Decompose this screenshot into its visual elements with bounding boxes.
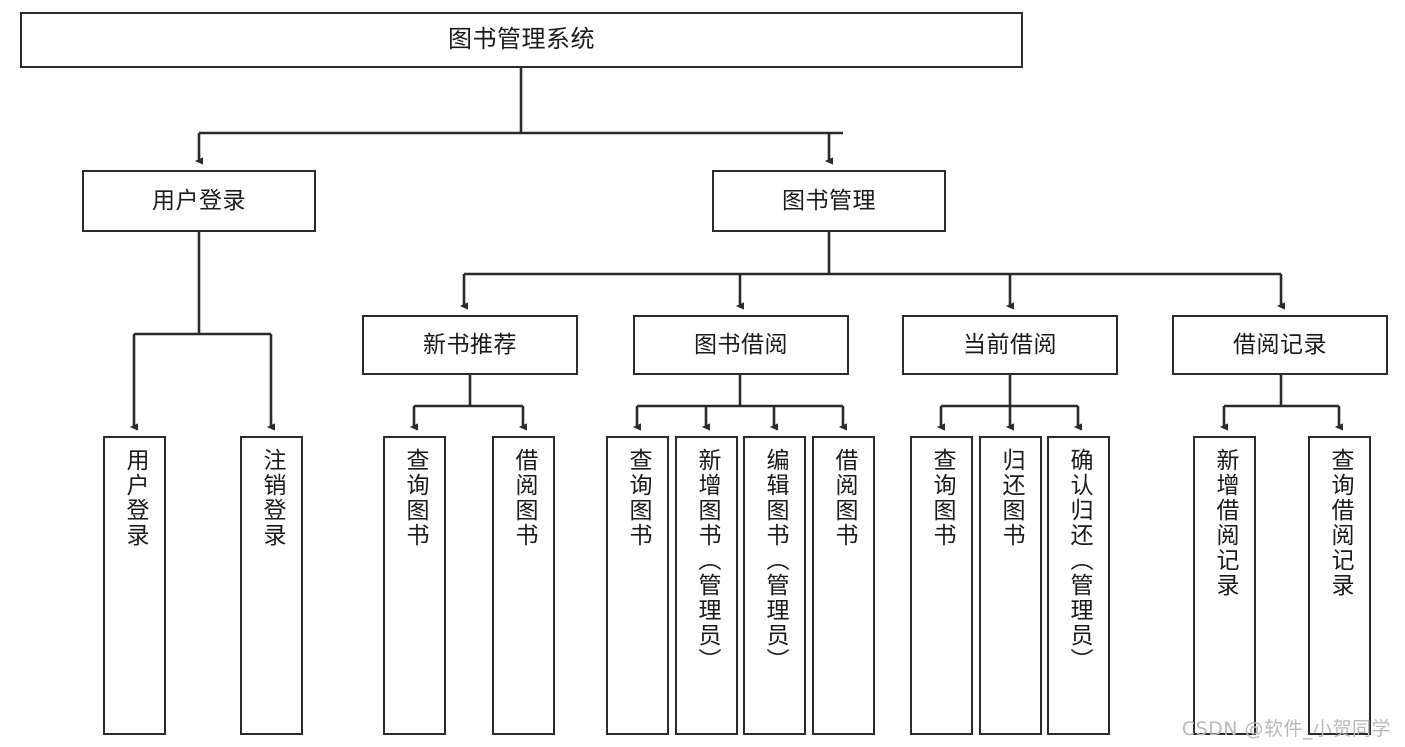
node-borrow-record-label: 借阅记录 — [1233, 331, 1327, 358]
node-leaf-confirm-return-label: 确认归还（管理员） — [1066, 448, 1092, 673]
node-leaf-return-book[interactable]: 归还图书 — [979, 436, 1042, 735]
node-leaf-borrow-book-1-label: 借阅图书 — [511, 448, 537, 548]
node-new-book-recommend-label: 新书推荐 — [423, 331, 517, 358]
node-leaf-query-record-label: 查询借阅记录 — [1327, 448, 1353, 598]
node-leaf-confirm-return[interactable]: 确认归还（管理员） — [1047, 436, 1110, 735]
node-root-system-label: 图书管理系统 — [448, 25, 595, 54]
node-new-book-recommend[interactable]: 新书推荐 — [362, 315, 578, 375]
node-leaf-add-record[interactable]: 新增借阅记录 — [1193, 436, 1256, 735]
node-leaf-edit-book-label: 编辑图书（管理员） — [762, 448, 788, 673]
node-leaf-borrow-book-2[interactable]: 借阅图书 — [812, 436, 875, 735]
node-root-system[interactable]: 图书管理系统 — [20, 12, 1023, 68]
node-leaf-query-book-1[interactable]: 查询图书 — [383, 436, 446, 735]
node-leaf-query-book-3-label: 查询图书 — [929, 448, 955, 548]
node-borrow-record[interactable]: 借阅记录 — [1172, 315, 1388, 375]
node-leaf-add-record-label: 新增借阅记录 — [1212, 448, 1238, 598]
node-current-borrow-label: 当前借阅 — [963, 331, 1057, 358]
node-leaf-add-book-label: 新增图书（管理员） — [694, 448, 720, 673]
node-user-login-label: 用户登录 — [152, 187, 246, 214]
node-leaf-edit-book[interactable]: 编辑图书（管理员） — [743, 436, 806, 735]
node-leaf-query-book-1-label: 查询图书 — [402, 448, 428, 548]
node-leaf-return-book-label: 归还图书 — [998, 448, 1024, 548]
node-book-manage-label: 图书管理 — [782, 187, 876, 214]
node-current-borrow[interactable]: 当前借阅 — [902, 315, 1118, 375]
node-leaf-logout[interactable]: 注销登录 — [240, 436, 303, 735]
node-leaf-logout-label: 注销登录 — [259, 448, 285, 548]
node-leaf-borrow-book-2-label: 借阅图书 — [831, 448, 857, 548]
node-leaf-query-book-2[interactable]: 查询图书 — [606, 436, 669, 735]
node-leaf-user-login-label: 用户登录 — [122, 448, 148, 548]
node-book-borrow[interactable]: 图书借阅 — [633, 315, 849, 375]
node-leaf-add-book[interactable]: 新增图书（管理员） — [675, 436, 738, 735]
node-leaf-query-book-3[interactable]: 查询图书 — [910, 436, 973, 735]
node-leaf-user-login[interactable]: 用户登录 — [103, 436, 166, 735]
node-user-login[interactable]: 用户登录 — [82, 170, 316, 232]
node-leaf-borrow-book-1[interactable]: 借阅图书 — [492, 436, 555, 735]
node-book-manage[interactable]: 图书管理 — [712, 170, 946, 232]
csdn-watermark: CSDN @软件_小贺同学 — [1181, 718, 1391, 740]
node-book-borrow-label: 图书借阅 — [694, 331, 788, 358]
node-leaf-query-book-2-label: 查询图书 — [625, 448, 651, 548]
node-leaf-query-record[interactable]: 查询借阅记录 — [1308, 436, 1371, 735]
